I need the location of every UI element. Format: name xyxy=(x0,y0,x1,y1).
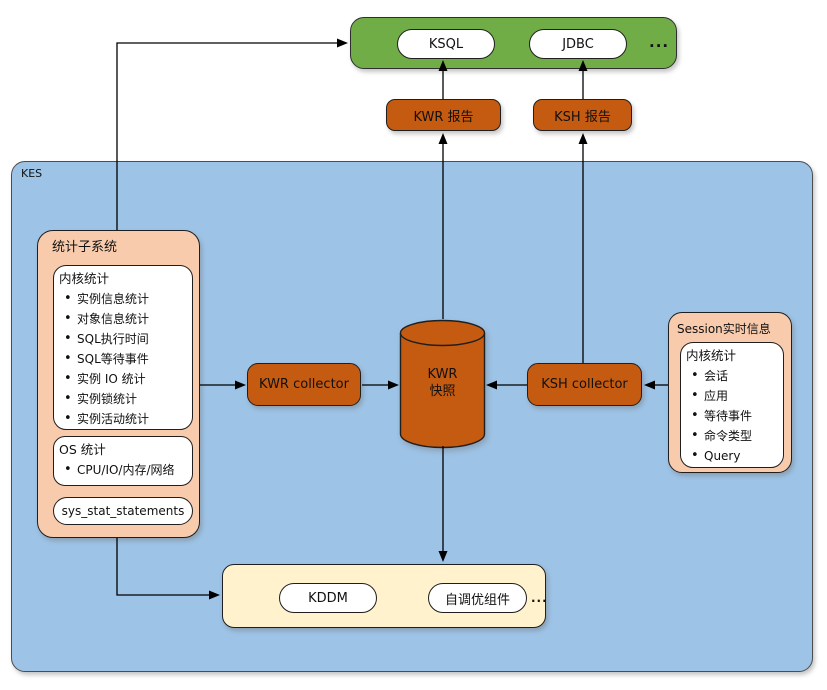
tuning-layer: KDDM 自调优组件 ... xyxy=(222,564,548,628)
list-item: CPU/IO/内存/网络 xyxy=(63,460,188,480)
ksh-report-box: KSH 报告 xyxy=(533,99,632,131)
kernel-stats-card: 内核统计 实例信息统计 对象信息统计 SQL执行时间 SQL等待事件 实例 IO… xyxy=(53,265,193,430)
session-info-panel: Session实时信息 内核统计 会话 应用 等待事件 命令类型 Query xyxy=(668,312,792,473)
more-tuning-ellipsis: ... xyxy=(531,591,548,605)
list-item: SQL执行时间 xyxy=(63,329,188,349)
kddm-box: KDDM xyxy=(279,583,377,613)
arrowhead xyxy=(578,133,588,144)
session-info-title: Session实时信息 xyxy=(677,322,771,336)
session-kernel-stats-card: 内核统计 会话 应用 等待事件 命令类型 Query xyxy=(680,342,784,468)
arrowhead xyxy=(438,133,448,144)
stats-subsystem-title: 统计子系统 xyxy=(52,240,118,255)
client-jdbc: JDBC xyxy=(529,29,627,59)
list-item: SQL等待事件 xyxy=(63,349,188,369)
kernel-stats-title: 内核统计 xyxy=(59,271,110,286)
stats-subsystem-panel: 统计子系统 内核统计 实例信息统计 对象信息统计 SQL执行时间 SQL等待事件… xyxy=(37,230,200,538)
session-kernel-stats-list: 会话 应用 等待事件 命令类型 Query xyxy=(686,366,779,466)
kwr-snapshot-line2: 快照 xyxy=(429,384,456,399)
sys-stat-statements-card: sys_stat_statements xyxy=(53,497,193,525)
arrowhead xyxy=(337,38,348,48)
kernel-stats-list: 实例信息统计 对象信息统计 SQL执行时间 SQL等待事件 实例 IO 统计 实… xyxy=(59,289,188,429)
client-layer: KSQL JDBC ... xyxy=(350,17,677,69)
os-stats-list: CPU/IO/内存/网络 xyxy=(59,460,188,480)
os-stats-card: OS 统计 CPU/IO/内存/网络 xyxy=(53,436,193,486)
kwr-snapshot-line1: KWR xyxy=(427,367,458,382)
list-item: 实例活动统计 xyxy=(63,409,188,429)
list-item: 实例信息统计 xyxy=(63,289,188,309)
more-clients-ellipsis: ... xyxy=(649,33,670,51)
list-item: Query xyxy=(690,446,779,466)
os-stats-title: OS 统计 xyxy=(59,442,106,457)
list-item: 实例锁统计 xyxy=(63,389,188,409)
list-item: 对象信息统计 xyxy=(63,309,188,329)
kwr-snapshot-label: KWR 快照 xyxy=(399,366,486,400)
list-item: 等待事件 xyxy=(690,406,779,426)
self-tuning-component-box: 自调优组件 xyxy=(428,583,527,613)
list-item: 会话 xyxy=(690,366,779,386)
kwr-collector-box: KWR collector xyxy=(247,363,361,406)
list-item: 应用 xyxy=(690,386,779,406)
client-ksql: KSQL xyxy=(397,29,495,59)
kes-container-label: KES xyxy=(21,167,43,180)
kwr-report-box: KWR 报告 xyxy=(386,99,501,131)
list-item: 实例 IO 统计 xyxy=(63,369,188,389)
list-item: 命令类型 xyxy=(690,426,779,446)
session-kernel-stats-title: 内核统计 xyxy=(686,348,737,363)
kwr-snapshot-cylinder xyxy=(399,319,486,449)
ksh-collector-box: KSH collector xyxy=(527,363,642,406)
